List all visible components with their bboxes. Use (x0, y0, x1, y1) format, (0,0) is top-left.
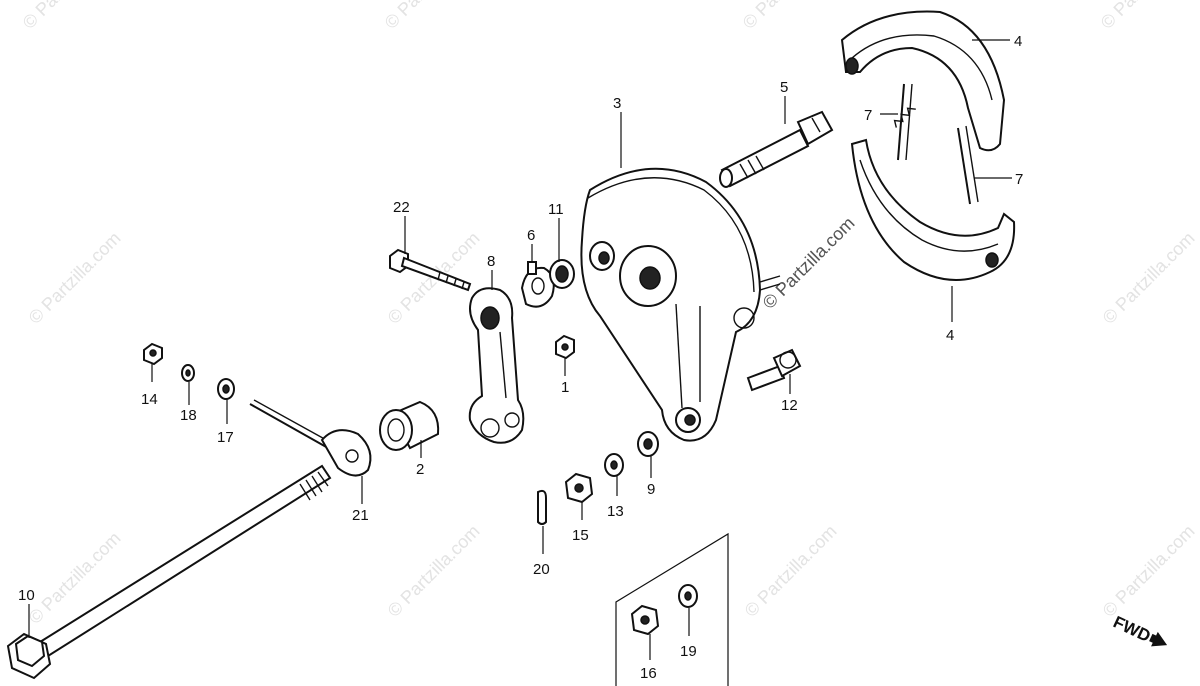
callout-21: 21 (352, 507, 369, 524)
callout-16: 16 (640, 665, 657, 682)
callout-15: 15 (572, 527, 589, 544)
callout-5: 5 (780, 79, 788, 96)
part-18-lock-washer (181, 364, 195, 382)
callout-2: 2 (416, 461, 424, 478)
watermark: © Partzilla.com (381, 0, 481, 33)
part-6-indicator-plate (520, 261, 555, 308)
part-13-washer (604, 453, 624, 477)
callout-20: 20 (533, 561, 550, 578)
part-15-nut (564, 472, 594, 504)
callout-6: 6 (527, 227, 535, 244)
callout-19: 19 (680, 643, 697, 660)
callout-7: 7 (864, 107, 872, 124)
callout-10: 10 (18, 587, 35, 604)
part-20-cotter-pin (537, 489, 547, 525)
part-4-brake-shoe-lower (850, 138, 1016, 281)
arrow-icon (1151, 631, 1168, 647)
part-11-seal (549, 259, 575, 289)
part-4-brake-shoe-upper (840, 10, 1006, 152)
alternate-parts-bracket (615, 532, 729, 686)
callout-8: 8 (487, 253, 495, 270)
callout-12: 12 (781, 397, 798, 414)
watermark: © Partzilla.com (1099, 521, 1199, 621)
fwd-label: FWD (1110, 612, 1153, 646)
watermark: © Partzilla.com (739, 0, 839, 33)
part-10-axle (6, 464, 332, 680)
part-22-bolt (389, 248, 472, 292)
watermark: © Partzilla.com (1099, 228, 1199, 328)
watermark: © Partzilla.com (759, 213, 859, 313)
part-9-washer (637, 431, 659, 457)
part-8-brake-arm (468, 287, 525, 444)
watermark: © Partzilla.com (19, 0, 119, 33)
part-3-brake-panel (580, 167, 781, 442)
part-7-spring-upper (893, 83, 916, 161)
watermark: © Partzilla.com (1097, 0, 1197, 33)
part-19-washer (678, 584, 698, 608)
callout-1: 1 (561, 379, 569, 396)
callout-22: 22 (393, 199, 410, 216)
callout-4: 4 (1014, 33, 1022, 50)
callout-4: 4 (946, 327, 954, 344)
arrow-tail (1149, 633, 1158, 644)
part-17-washer (217, 378, 235, 400)
watermark: © Partzilla.com (384, 521, 484, 621)
callout-17: 17 (217, 429, 234, 446)
watermark: © Partzilla.com (25, 228, 125, 328)
callout-9: 9 (647, 481, 655, 498)
part-1-nut (555, 334, 575, 360)
part-16-nut (630, 604, 660, 636)
part-5-brake-cam (719, 110, 834, 188)
callout-3: 3 (613, 95, 621, 112)
part-21-adjuster-bolt (249, 399, 372, 477)
leader-lines (28, 39, 1012, 660)
callout-labels: 3 5 4 7 7 4 22 8 6 11 1 12 14 18 17 2 21… (18, 33, 1023, 682)
callout-11: 11 (548, 201, 564, 218)
part-12-anchor-pin (746, 348, 802, 392)
part-14-nut (143, 342, 163, 366)
part-2-collar (379, 400, 440, 451)
callout-18: 18 (180, 407, 197, 424)
callout-7: 7 (1015, 171, 1023, 188)
callout-13: 13 (607, 503, 624, 520)
callout-14: 14 (141, 391, 158, 408)
watermark: © Partzilla.com (741, 521, 841, 621)
forward-direction-indicator: FWD (1110, 612, 1168, 647)
part-7-spring-lower (957, 125, 979, 205)
